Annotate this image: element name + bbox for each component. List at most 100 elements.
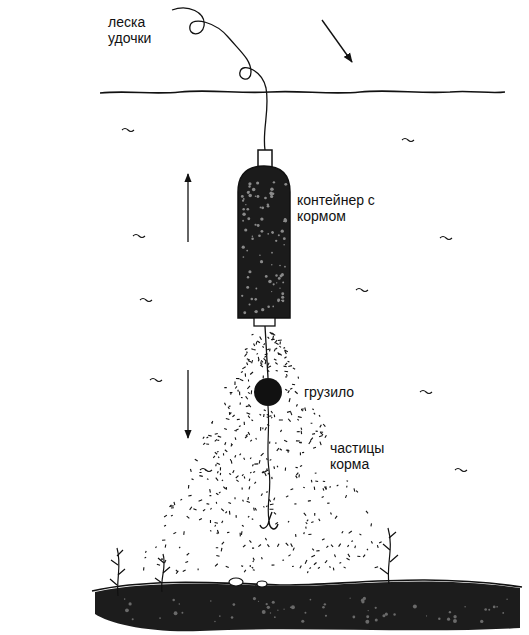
feed-particle	[231, 460, 233, 463]
feed-particle	[271, 339, 274, 340]
feed-particle	[314, 487, 316, 490]
feed-particle	[264, 410, 266, 411]
motion-arrow	[322, 20, 352, 62]
feed-particle	[234, 381, 235, 384]
feed-particle	[299, 442, 302, 443]
feed-particle	[288, 419, 290, 422]
feed-particle	[165, 544, 167, 547]
feed-particle	[260, 414, 262, 416]
feed-particle	[216, 533, 218, 535]
feed-speck	[267, 205, 270, 208]
feed-particle	[357, 556, 360, 557]
feed-particle	[292, 384, 295, 386]
callout-label: контейнер с кормом	[297, 192, 375, 224]
up-arrow	[187, 174, 188, 242]
feed-particle	[239, 391, 240, 395]
feed-particle	[219, 492, 221, 493]
feed-speck	[247, 191, 250, 194]
feed-particle	[322, 539, 324, 540]
feed-particle	[218, 436, 221, 437]
feed-speck	[267, 233, 269, 235]
feed-particle	[267, 473, 269, 474]
feed-particle	[312, 433, 315, 435]
hook	[260, 512, 278, 529]
feed-particle	[270, 503, 274, 505]
feed-particle	[243, 545, 245, 547]
soil-speck	[484, 608, 487, 611]
feed-particle	[279, 419, 283, 420]
feed-particle	[252, 561, 254, 562]
feed-particle	[195, 459, 198, 461]
feed-speck	[247, 217, 250, 220]
feed-particle	[320, 432, 323, 435]
feed-particle	[300, 465, 302, 466]
feed-particle	[265, 427, 267, 430]
soil-speck	[277, 610, 278, 611]
feed-particle	[157, 564, 160, 566]
feed-particle	[244, 476, 246, 478]
feed-particle	[344, 567, 346, 568]
feed-speck	[270, 195, 273, 198]
soil-speck	[291, 605, 295, 609]
feed-particle	[305, 560, 307, 564]
feed-particle	[242, 488, 243, 490]
feed-particle	[331, 545, 333, 547]
feed-speck	[257, 195, 260, 198]
feed-particle	[234, 497, 235, 499]
feed-texture	[241, 181, 287, 314]
feed-particle	[288, 390, 290, 393]
feed-particle	[252, 548, 254, 549]
feed-particle	[241, 531, 243, 535]
feed-particle	[164, 525, 166, 526]
feed-particle	[203, 443, 205, 445]
soil-speck	[453, 615, 456, 618]
feed-particle	[353, 488, 355, 491]
feed-particle	[240, 533, 241, 537]
feed-speck	[260, 217, 263, 220]
feed-speck	[279, 287, 280, 288]
feed-particle	[231, 444, 233, 446]
feed-speck	[250, 298, 253, 301]
feed-particle	[304, 513, 306, 516]
feed-speck	[283, 237, 286, 240]
feed-particle	[190, 507, 192, 510]
feed-particle	[275, 362, 277, 364]
feed-particle	[267, 425, 269, 426]
feed-particle	[261, 494, 262, 496]
feed-particle	[233, 470, 234, 473]
feed-particle	[245, 436, 247, 438]
feed-particle	[261, 557, 263, 559]
feed-speck	[251, 237, 254, 240]
feed-particle	[213, 456, 215, 458]
feed-speck	[248, 194, 251, 197]
feed-particle	[296, 476, 298, 478]
soil-speck	[172, 599, 174, 601]
feed-particle	[348, 545, 349, 547]
feed-particle	[339, 562, 341, 564]
feed-speck	[257, 224, 260, 227]
feed-particle	[366, 511, 368, 514]
feed-particle	[263, 375, 264, 378]
feed-particle	[183, 531, 185, 535]
feed-particle	[251, 390, 253, 394]
feed-speck	[282, 300, 285, 303]
feed-particle	[198, 569, 199, 571]
feed-particle	[240, 403, 241, 405]
soil-speck	[274, 616, 276, 618]
feed-particle	[162, 539, 165, 540]
bottom-soil	[95, 581, 520, 631]
soil-speck	[233, 603, 236, 606]
soil-speck	[266, 603, 268, 605]
feed-speck	[264, 197, 267, 200]
feed-particle	[252, 360, 253, 363]
feed-particle	[161, 559, 163, 560]
feed-particle	[260, 361, 262, 364]
feed-particle	[216, 555, 219, 557]
feed-particle	[278, 339, 282, 341]
feed-particle	[239, 425, 241, 427]
feed-particle	[245, 373, 246, 376]
soil-speck	[361, 598, 364, 601]
feed-particle	[209, 495, 211, 496]
feed-particle	[267, 544, 269, 547]
